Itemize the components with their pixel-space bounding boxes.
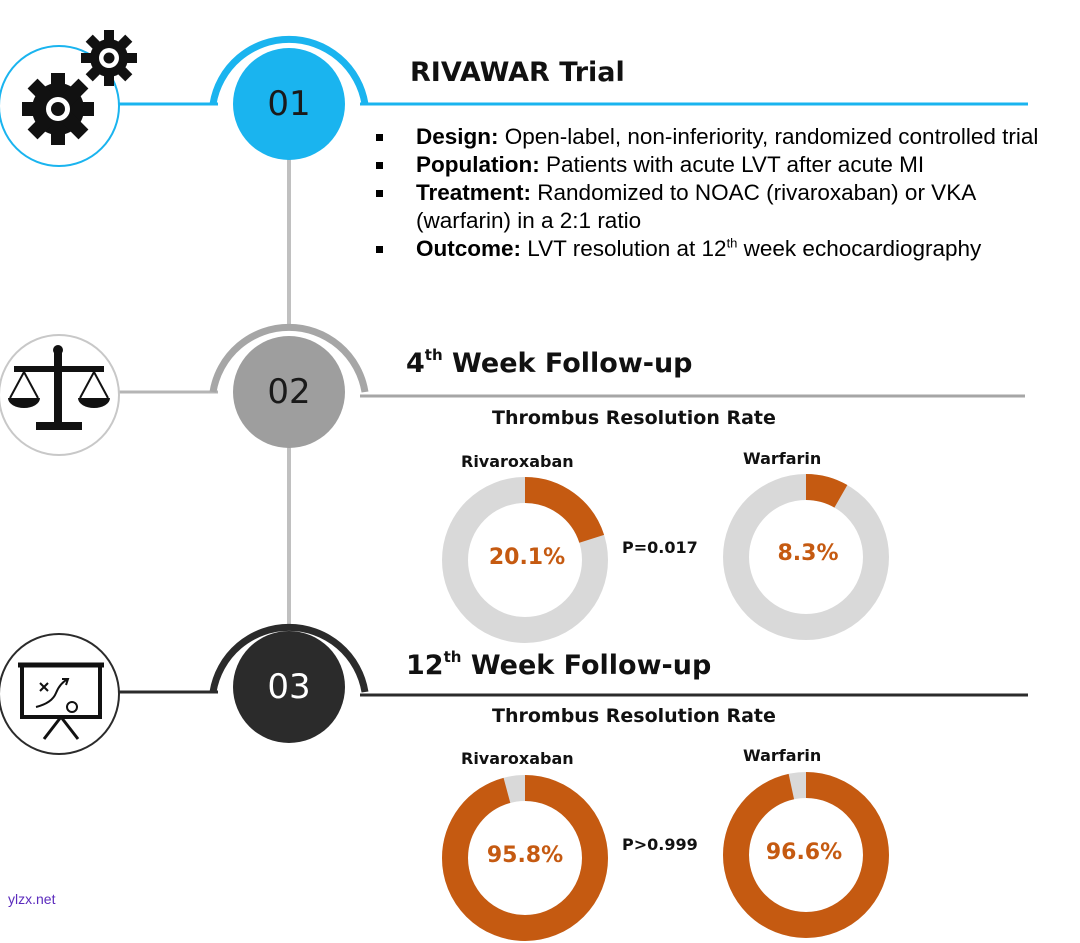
week12-pvalue: P>0.999 (622, 835, 698, 854)
week12-rivaroxaban-value: 95.8% (486, 843, 564, 868)
scales-icon (0, 334, 120, 456)
bullet-text: week echocardiography (737, 236, 982, 261)
step-number-01: 01 (233, 48, 345, 160)
bullet-text: Open-label, non-inferiority, randomized … (498, 124, 1039, 149)
week4-warfarin-label: Warfarin (743, 449, 822, 468)
bullet-text: LVT resolution at 12 (521, 236, 727, 261)
week12-rivaroxaban-label: Rivaroxaban (461, 749, 574, 768)
week12-warfarin-label: Warfarin (743, 746, 822, 765)
bullet-label: Treatment: (416, 180, 532, 205)
bullet-outcome: Outcome: LVT resolution at 12th week ech… (370, 235, 1050, 263)
donut-slice-warfarin (723, 474, 889, 640)
bullet-label: Outcome: (416, 236, 522, 261)
timeline-connectors (118, 35, 1028, 697)
step-number-label: 02 (267, 372, 311, 412)
week4-rivaroxaban-donut (442, 477, 608, 643)
step-number-label: 01 (267, 84, 311, 124)
section3-subtitle: Thrombus Resolution Rate (492, 705, 776, 727)
week4-rivaroxaban-label: Rivaroxaban (461, 452, 574, 471)
bullet-population: Population: Patients with acute LVT afte… (370, 151, 1050, 179)
small-gear-icon (81, 30, 137, 86)
bullet-label: Population: (416, 152, 540, 177)
week4-pvalue: P=0.017 (622, 538, 698, 557)
presentation-board-icon (0, 633, 120, 755)
section2-title: 4th Week Follow-up (406, 346, 693, 379)
section1-title: RIVAWAR Trial (410, 57, 625, 88)
title-rest: Week Follow-up (442, 348, 693, 379)
bullet-label: Design: (416, 124, 499, 149)
step-number-02: 02 (233, 336, 345, 448)
title-sup: th (443, 648, 462, 666)
week4-warfarin-donut (723, 474, 889, 640)
donut-slice-rivaroxaban (442, 477, 608, 643)
step-number-03: 03 (233, 631, 345, 743)
watermark: ylzx.net (8, 891, 56, 907)
title-number: 4 (406, 348, 425, 379)
section2-subtitle: Thrombus Resolution Rate (492, 407, 776, 429)
trial-details-list: Design: Open-label, non-inferiority, ran… (370, 123, 1050, 263)
bullet-treatment: Treatment: Randomized to NOAC (rivaroxab… (370, 179, 1050, 235)
bullet-text: Randomized to NOAC (rivaroxaban) or VKA … (416, 180, 975, 233)
title-sup: th (424, 346, 443, 364)
week12-warfarin-value: 96.6% (765, 840, 843, 865)
title-number: 12 (406, 650, 444, 681)
section3-title: 12th Week Follow-up (406, 648, 712, 681)
bullet-design: Design: Open-label, non-inferiority, ran… (370, 123, 1050, 151)
title-rest: Week Follow-up (461, 650, 712, 681)
week4-warfarin-value: 8.3% (777, 541, 839, 566)
bullet-text: Patients with acute LVT after acute MI (539, 152, 925, 177)
week4-rivaroxaban-value: 20.1% (488, 545, 566, 570)
bullet-sup: th (726, 235, 738, 251)
step-number-label: 03 (267, 667, 311, 707)
